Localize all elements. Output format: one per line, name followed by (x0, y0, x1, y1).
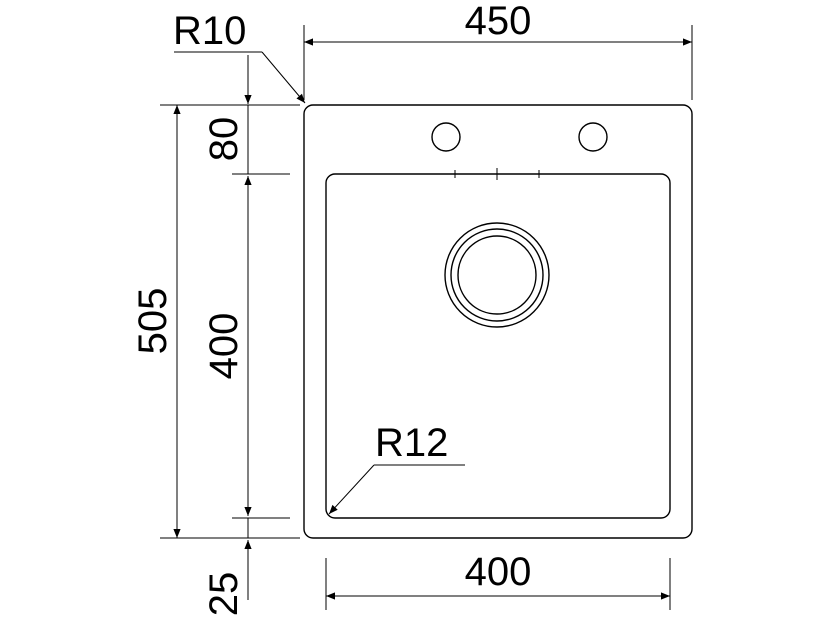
dimension-bowl-depth: 400 (202, 176, 252, 516)
label-radius-inner: R12 (375, 421, 448, 465)
dimension-tap-zone: 80 (202, 55, 252, 174)
label-bowl-depth: 400 (202, 313, 246, 380)
label-top-width: 450 (465, 0, 532, 43)
label-radius-outer: R10 (173, 9, 246, 53)
dimension-top-width: 450 (303, 0, 693, 100)
label-tap-zone-depth: 80 (202, 117, 246, 162)
tap-hole-right (578, 122, 608, 152)
dimension-front-rim: 25 (202, 518, 252, 617)
bowl-centre-marks (454, 168, 540, 180)
label-total-depth: 505 (131, 288, 175, 355)
tap-hole-left (431, 122, 461, 152)
dimension-total-depth: 505 (131, 104, 300, 539)
label-bowl-width: 400 (465, 550, 532, 594)
sink-outer-frame (303, 104, 693, 539)
dimension-radius-outer: R10 (173, 9, 306, 104)
sink-outline (303, 104, 693, 539)
dimension-bowl-width: 400 (325, 550, 671, 610)
sink-bowl (325, 173, 671, 519)
label-front-rim: 25 (202, 572, 246, 617)
dimension-radius-inner: R12 (328, 421, 465, 515)
dimension-inner-depths: 80 400 25 (202, 55, 290, 616)
drain (444, 222, 550, 328)
